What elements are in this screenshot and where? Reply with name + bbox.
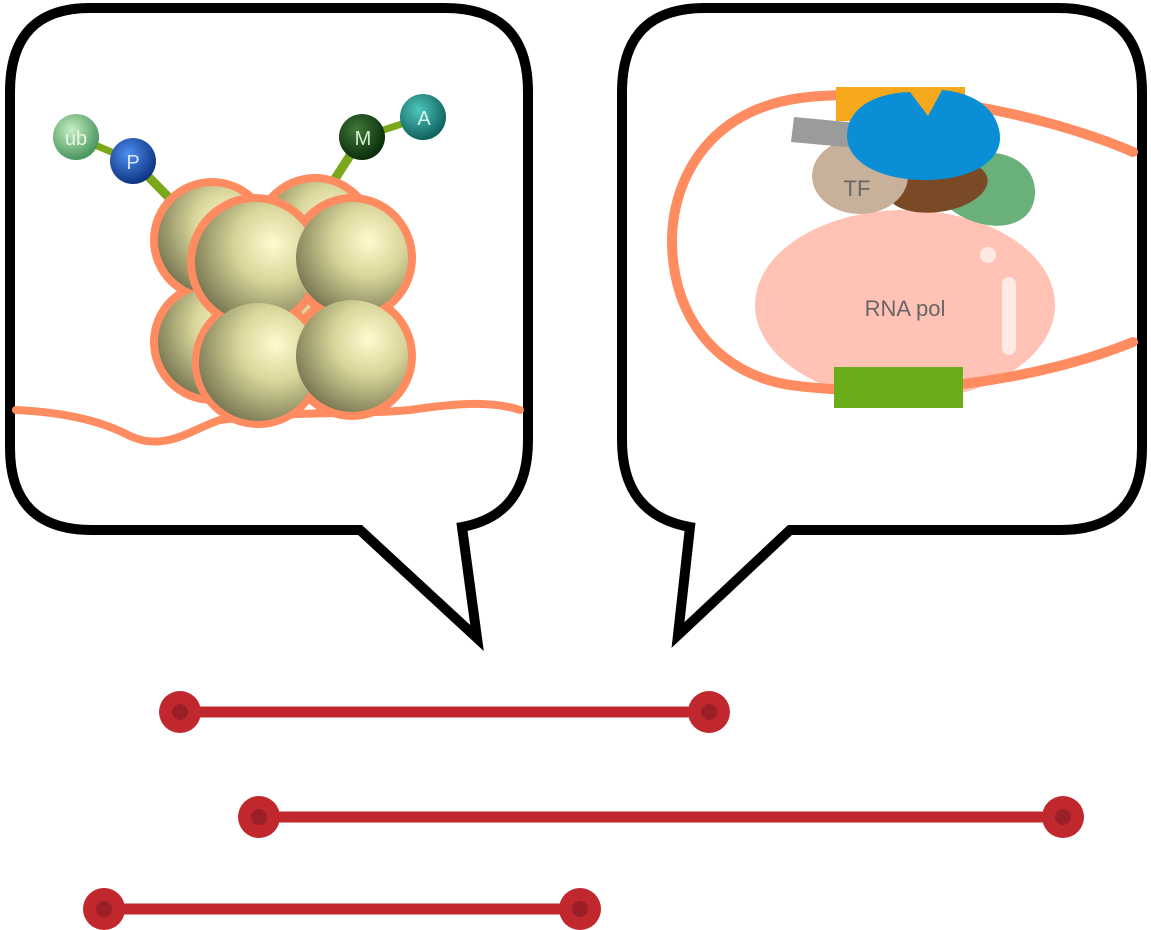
phosphorylation-mark: P <box>110 138 156 184</box>
svg-text:M: M <box>355 128 372 150</box>
nucleosome-bubble: ub P M A <box>5 3 533 652</box>
coactivator-blue <box>847 90 1000 180</box>
acetylation-mark: A <box>400 94 446 140</box>
transcription-bubble: RNA pol TF <box>617 3 1147 648</box>
segment-3 <box>83 888 601 930</box>
svg-text:ub: ub <box>65 128 87 150</box>
gray-bar <box>791 117 858 148</box>
methylation-mark: M <box>339 114 385 160</box>
histone-front-1 <box>195 202 315 322</box>
tf-label: TF <box>844 176 871 201</box>
nucleosome <box>150 174 416 428</box>
segments <box>83 691 1084 930</box>
rna-polymerase <box>755 210 1055 400</box>
ubiquitin-mark: ub <box>53 114 99 160</box>
rna-pol-highlight-dot <box>980 247 996 263</box>
segment-2 <box>238 796 1084 838</box>
svg-text:P: P <box>126 152 139 174</box>
histone-front-3 <box>199 303 317 421</box>
segment-1 <box>159 691 730 733</box>
histone-front-2 <box>296 202 408 314</box>
svg-text:A: A <box>417 108 431 130</box>
histone-front-4 <box>296 300 408 412</box>
promoter-element <box>834 367 963 408</box>
rna-pol-label: RNA pol <box>865 296 946 321</box>
